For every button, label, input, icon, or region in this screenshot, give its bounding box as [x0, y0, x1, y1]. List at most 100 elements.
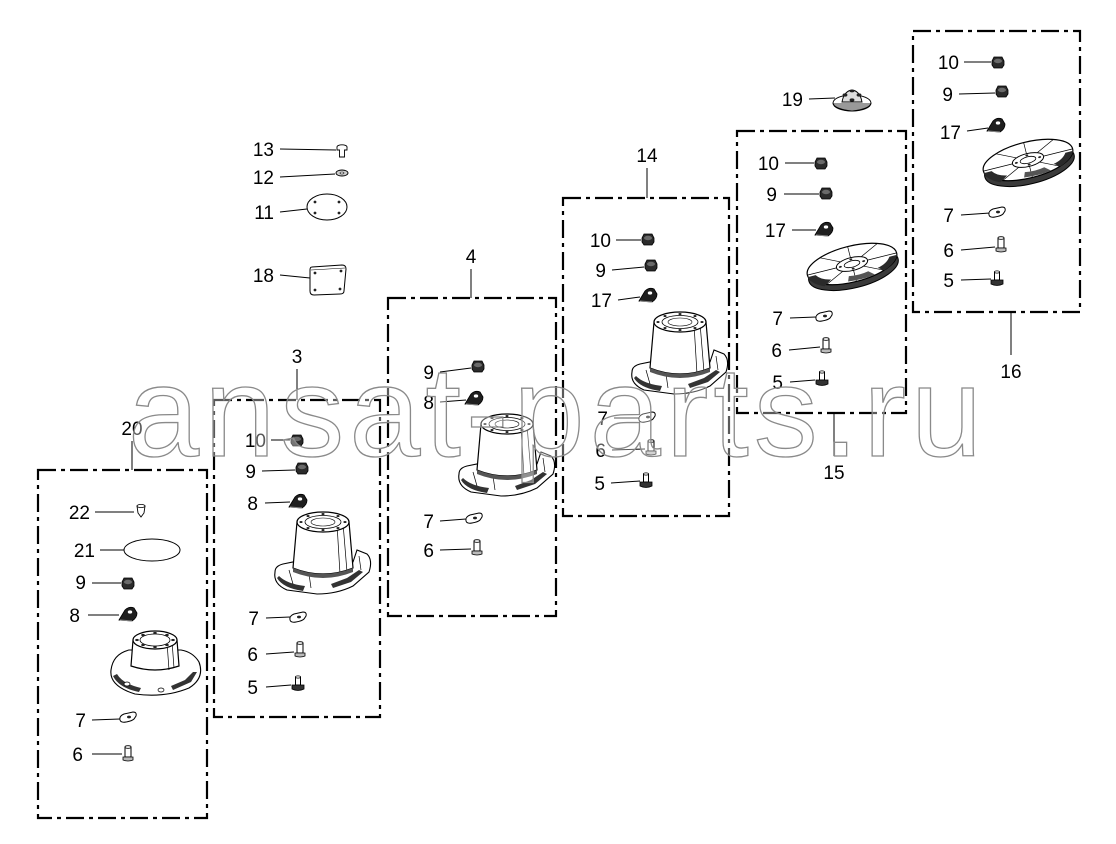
leader-line — [617, 296, 641, 301]
part-label: 9 — [942, 85, 953, 106]
leader-line — [789, 379, 816, 383]
cover-disc-part — [123, 538, 181, 562]
part-label: 5 — [247, 678, 258, 699]
part-label: 6 — [72, 745, 83, 766]
plate-part — [465, 512, 483, 524]
part-label: 17 — [765, 221, 786, 242]
part-label: 8 — [69, 606, 80, 627]
part-label: 10 — [245, 431, 266, 452]
leader-line — [91, 718, 121, 721]
callout-label: 20 — [121, 419, 142, 440]
leader-line — [960, 212, 991, 216]
leader-line — [264, 501, 291, 504]
watermark-text: ansat-parts.ru — [128, 341, 982, 484]
leader-line — [960, 278, 992, 281]
leader-line — [279, 208, 308, 213]
leader-line — [788, 346, 821, 351]
leader-line — [958, 92, 996, 95]
leader-line — [279, 173, 336, 178]
part-label: 7 — [943, 206, 954, 227]
part-label: 12 — [253, 168, 274, 189]
part-label: 10 — [590, 231, 611, 252]
nut-part — [995, 85, 1009, 98]
bolt-part — [471, 539, 483, 556]
part-label: 7 — [75, 711, 86, 732]
bracket-part — [118, 606, 138, 622]
bracket-part — [288, 493, 308, 509]
callout-label: 16 — [1000, 362, 1021, 383]
leader-line — [439, 367, 472, 373]
part-label: 10 — [938, 53, 959, 74]
bracket-part — [986, 117, 1006, 133]
part-label: 21 — [74, 541, 95, 562]
square-plate-part — [309, 264, 347, 296]
part-label: 10 — [758, 154, 779, 175]
leader-line — [265, 651, 295, 655]
part-label: 17 — [591, 291, 612, 312]
leader-line — [611, 266, 645, 271]
part-label: 8 — [423, 393, 434, 414]
bolt-part — [294, 641, 306, 658]
assembly-16: 16 10 9 17 7 6 5 — [911, 29, 1082, 383]
disc-part — [802, 234, 904, 300]
assembly-20: 20 22 21 9 8 7 6 — [36, 419, 209, 820]
leader-line — [808, 97, 836, 100]
nut-part — [121, 577, 135, 590]
assembly-frame — [561, 196, 731, 518]
assembly-3: 3 10 9 8 7 6 5 — [212, 347, 382, 719]
nut-part — [641, 233, 655, 246]
part-label: 9 — [423, 363, 434, 384]
part-label: 5 — [594, 474, 605, 495]
part-label: 6 — [943, 241, 954, 262]
part-label: 8 — [247, 494, 258, 515]
part-label: 5 — [772, 373, 783, 394]
loose-parts: 13 12 11 18 19 — [253, 89, 872, 296]
part-label: 19 — [782, 90, 803, 111]
nut-part — [819, 187, 833, 200]
nut-part — [991, 56, 1005, 69]
part-label: 6 — [423, 541, 434, 562]
cap-part — [832, 89, 872, 112]
plate-part — [988, 206, 1006, 218]
part-label: 7 — [772, 309, 783, 330]
part-label: 7 — [597, 409, 608, 430]
flanged-bolt-part — [291, 675, 305, 691]
part-label: 22 — [69, 503, 90, 524]
bracket-part — [814, 221, 834, 237]
small-bolt-part — [336, 144, 348, 158]
plate-part — [119, 711, 137, 723]
leader-line — [439, 518, 467, 522]
callout-label: 14 — [636, 146, 658, 167]
part-label: 9 — [595, 261, 606, 282]
plate-part — [815, 310, 833, 322]
part-label: 6 — [247, 645, 258, 666]
part-label: 7 — [248, 609, 259, 630]
assembly-frame — [36, 468, 209, 820]
part-label: 9 — [75, 573, 86, 594]
leader-line — [265, 684, 292, 688]
assembly-4: 4 9 8 7 6 — [386, 247, 558, 618]
washer-part — [335, 169, 349, 177]
callout-label: 15 — [823, 463, 844, 484]
leader-line — [279, 274, 311, 279]
part-label: 5 — [943, 271, 954, 292]
part-label: 7 — [423, 512, 434, 533]
leader-line — [261, 469, 296, 472]
part-label: 13 — [253, 140, 274, 161]
bolt-part — [995, 236, 1007, 253]
assembly-frame — [212, 398, 382, 719]
nut-part — [814, 157, 828, 170]
leader-line — [789, 316, 817, 319]
leader-line — [960, 246, 996, 251]
part-label: 6 — [771, 341, 782, 362]
bracket-part — [638, 287, 658, 303]
callout-label: 4 — [466, 247, 477, 268]
pin-part — [136, 503, 146, 518]
bolt-part — [122, 745, 134, 762]
disc-part — [978, 130, 1080, 196]
assembly-14: 14 10 9 17 7 6 5 — [561, 146, 731, 518]
part-label: 6 — [595, 441, 606, 462]
assembly-frame — [386, 296, 558, 618]
callout-label: 3 — [292, 347, 303, 368]
